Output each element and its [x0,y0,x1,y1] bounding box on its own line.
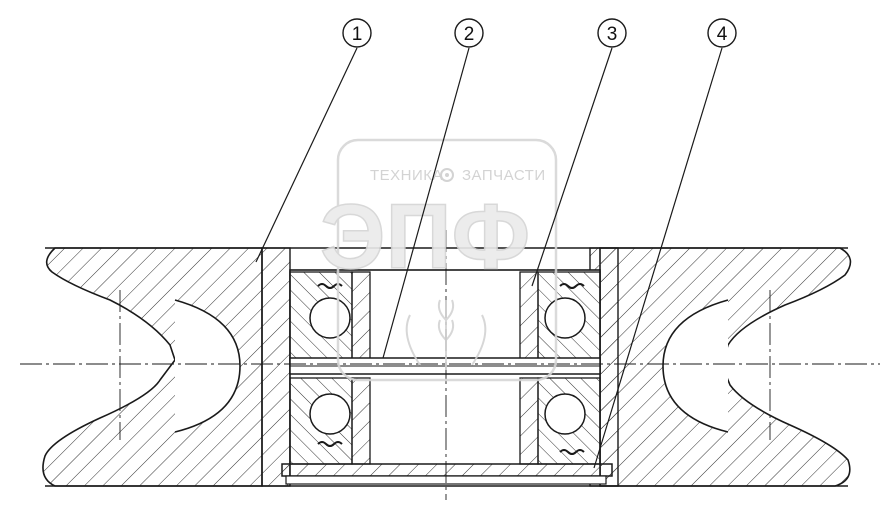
bearing-ball-left-bottom [309,393,351,435]
watermark-frame [336,138,558,382]
gear-icon [440,168,454,182]
watermark-logo: ЭПФ [320,186,530,288]
watermark-text-left: ТЕХНИКА [370,167,443,184]
bearing-ball-left-top [309,297,351,339]
callout-2: 2 [454,18,484,48]
leader-lines [255,47,723,469]
right-bearing-inner-race-lower [519,377,539,465]
callout-3: 3 [597,18,627,48]
bearing-ball-right-bottom [544,393,586,435]
bearing-ball-right-top [544,297,586,339]
right-groove [662,299,729,433]
watermark: ТЕХНИКА ЗАПЧАСТИ ЭПФ [319,138,558,382]
watermark-text-right: ЗАПЧАСТИ [462,167,546,184]
left-groove [174,299,241,433]
wheat-icon [405,299,487,370]
callout-1-label: 1 [352,24,363,45]
hub-left-wall [261,247,291,487]
callout-4: 4 [707,18,737,48]
callout-4-label: 4 [717,24,728,45]
left-bearing-inner-race-lower [351,377,371,465]
cover-plate [281,463,613,477]
callout-3-label: 3 [607,24,618,45]
left-flange-section [42,247,263,487]
retaining-rings [317,283,585,455]
callout-1: 1 [342,18,372,48]
callout-2-label: 2 [464,24,475,45]
